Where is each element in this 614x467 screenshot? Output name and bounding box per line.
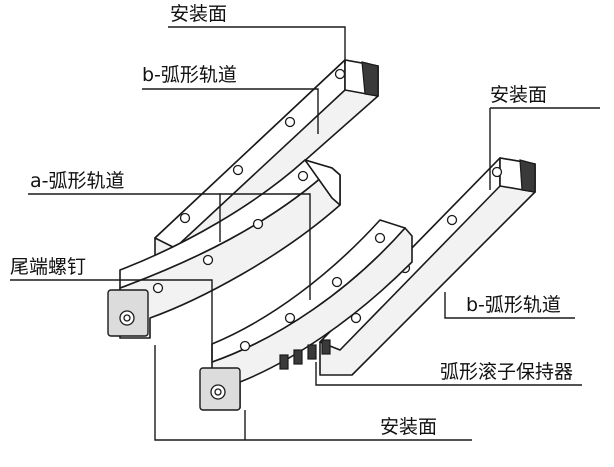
- label-end-screw: 尾端螺钉: [10, 256, 87, 278]
- leader-lines: [10, 26, 600, 441]
- roller-cage: [279, 339, 331, 370]
- label-roller-cage: 弧形滚子保持器: [440, 361, 574, 383]
- label-b-rail-top: b-弧形轨道: [142, 64, 237, 86]
- label-b-rail-right: b-弧形轨道: [466, 294, 561, 316]
- left-a-rail: [107, 159, 341, 339]
- right-a-rail: [199, 219, 413, 411]
- label-mount-surface-top: 安装面: [170, 3, 228, 25]
- label-mount-surface-bottom: 安装面: [380, 416, 438, 438]
- label-a-rail-left: a-弧形轨道: [30, 170, 125, 192]
- label-mount-surface-right: 安装面: [490, 84, 548, 106]
- left-b-rail: [154, 59, 379, 263]
